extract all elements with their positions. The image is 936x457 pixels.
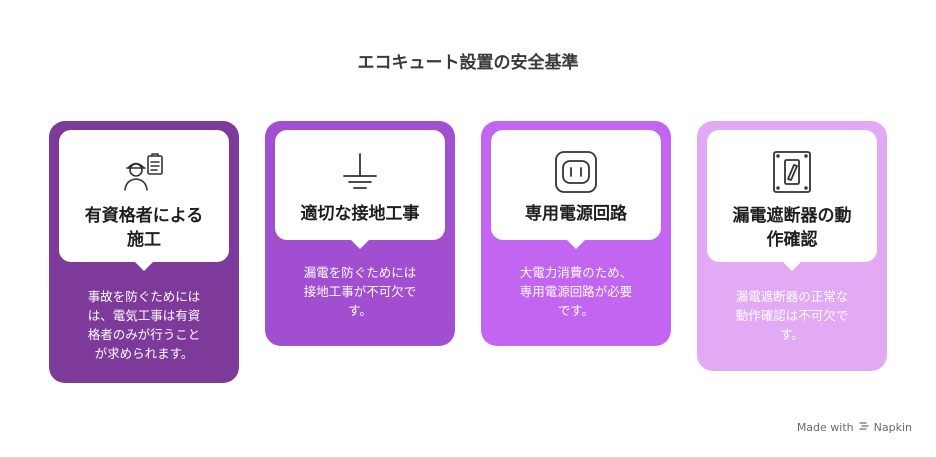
card-header-bubble: 有資格者による 施工 xyxy=(59,130,229,271)
card-qualified-installation: 有資格者による 施工 事故を防ぐためには は、電気工事は有資 格者のみが行うこと… xyxy=(49,121,239,383)
card-description: 漏電遮断器の正常な 動作確認は不可欠で す。 xyxy=(735,289,849,342)
power-outlet-icon xyxy=(548,144,604,200)
watermark-text: Made with xyxy=(796,421,854,434)
breaker-switch-icon xyxy=(764,144,820,200)
card-dedicated-circuit: 専用電源回路 大電力消費のため、 専用電源回路が必要 です。 xyxy=(481,121,671,346)
diagram-title: エコキュート設置の安全基準 xyxy=(357,53,579,73)
napkin-logo-icon xyxy=(858,420,870,435)
card-description: 大電力消費のため、 専用電源回路が必要 です。 xyxy=(519,265,633,318)
card-description: 事故を防ぐためには は、電気工事は有資 格者のみが行うこと が求められます。 xyxy=(87,289,201,361)
napkin-watermark[interactable]: Made with Napkin xyxy=(797,420,912,435)
card-description: 漏電を防ぐためには 接地工事が不可欠で す。 xyxy=(303,265,417,318)
card-grounding-work: 適切な接地工事 漏電を防ぐためには 接地工事が不可欠で す。 xyxy=(265,121,455,346)
card-heading: 適切な接地工事 xyxy=(300,204,420,224)
card-heading: 専用電源回路 xyxy=(525,204,627,224)
card-header-bubble: 専用電源回路 xyxy=(491,130,661,249)
worker-clipboard-icon xyxy=(116,144,172,200)
card-heading: 有資格者による 施工 xyxy=(84,206,204,250)
card-header-bubble: 適切な接地工事 xyxy=(275,130,445,249)
card-heading: 漏電遮断器の動 作確認 xyxy=(732,206,852,250)
card-breaker-check: 漏電遮断器の動 作確認 漏電遮断器の正常な 動作確認は不可欠で す。 xyxy=(697,121,887,371)
watermark-brand: Napkin xyxy=(873,421,912,434)
ground-symbol-icon xyxy=(332,144,388,200)
card-header-bubble: 漏電遮断器の動 作確認 xyxy=(707,130,877,271)
